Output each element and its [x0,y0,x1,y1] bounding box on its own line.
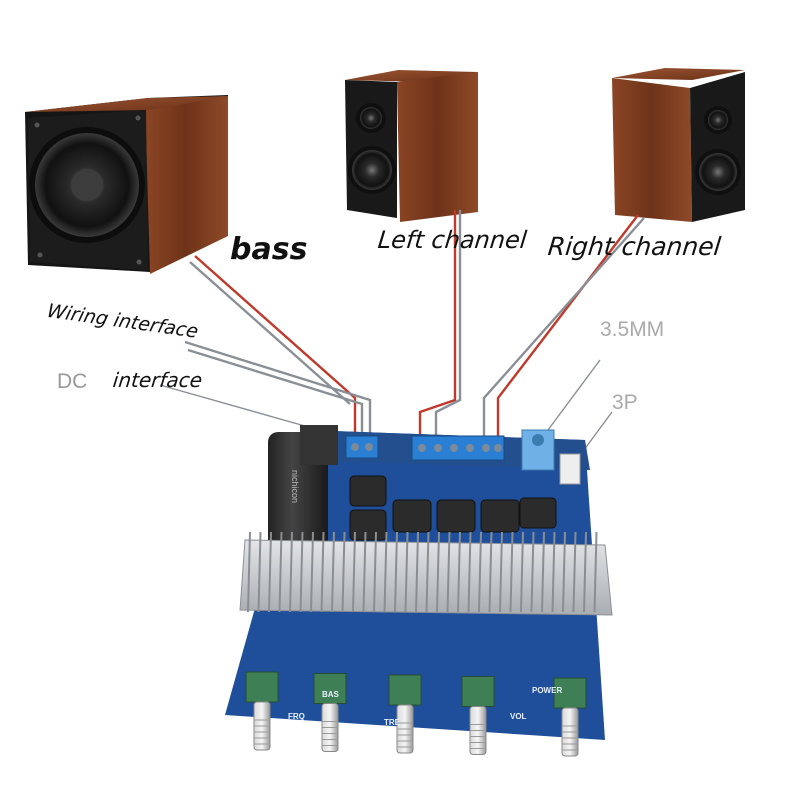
inductors [349,475,557,541]
silk-power: POWER [532,686,563,695]
knob-vol-4[interactable] [553,677,587,757]
heatsink-fin [404,531,409,613]
jack-3-5mm-label: 3.5MM [600,318,665,341]
heatsink-fin [425,531,430,613]
heatsink-fin [551,531,556,613]
heatsink-fin [310,531,314,613]
bass-label: bass [230,232,308,267]
screw-terminal-speakers [411,435,505,461]
wires [159,210,645,459]
heatsink-fin [509,531,514,613]
heatsink-fin [415,531,419,613]
silk-bas: BAS [322,690,339,699]
heatsink-fin [436,531,440,613]
heatsink-fin [499,531,503,613]
left-speaker [345,70,478,222]
right-speaker [612,68,745,222]
svg-text:nichicon: nichicon [290,470,300,503]
heatsink-fin [373,531,377,613]
heatsink-fin [341,531,346,613]
heatsink-fin [583,531,587,613]
heatsink-fin [478,531,482,613]
heatsink-fin [562,531,566,613]
heatsink-fin [541,531,545,613]
knob-frq-0[interactable] [245,671,279,751]
heatsink-fin [572,531,577,613]
bass-speaker [25,95,228,274]
heatsink-fin [331,531,335,613]
heatsink-fin [299,531,304,613]
left-speaker-side-wood [397,72,478,222]
heatsink-fin [520,531,524,613]
heatsink-fin [394,531,398,613]
heatsink-fin [446,531,451,613]
heatsink-fin [383,531,388,613]
screw-terminal-bass [345,435,379,459]
heatsink [239,531,613,616]
heatsink-fin [593,531,598,613]
heatsink-fin [352,531,356,613]
electrolytic-capacitor: nichicon [268,425,338,564]
heatsink-fin [247,531,251,613]
silk-vol: VOL [510,712,527,721]
knob-bas-1[interactable] [313,673,347,752]
heatsink-fin [268,531,272,613]
heatsink-fin [257,531,262,613]
dc-interface-label: interface [111,368,204,392]
left-channel-label: Left channel [376,226,529,254]
wiring-interface-wire [184,340,372,440]
heatsink-fin [457,531,461,613]
heatsink-fin [278,531,283,613]
left-channel-wire [418,210,457,438]
dc-label: DC [57,370,88,393]
bass-wire-red [194,255,357,440]
heatsink-fin [362,531,367,613]
knob-tre-3[interactable] [461,676,495,755]
right-speaker-front [690,72,745,222]
heatsink-fin [467,531,472,613]
heatsink-fin [530,531,535,613]
jack-3-5mm [521,429,555,471]
right-channel-label: Right channel [546,232,723,261]
heatsink-fin [320,531,325,613]
heatsink-fin [488,531,493,613]
silk-tre: TRE [384,718,400,727]
silk-frq: FRQ [288,712,305,721]
potentiometers [245,671,587,757]
jack-pointer-line [547,359,601,431]
dc-pointer-line [159,384,313,429]
heatsink-fin [289,531,293,613]
amplifier-board: nichicon [225,425,613,757]
right-speaker-side-wood [612,78,692,222]
knob-tre-2[interactable] [388,674,422,754]
3p-label: 3P [612,391,638,414]
connector-3p [559,453,581,485]
bass-speaker-side-wood [145,96,228,274]
